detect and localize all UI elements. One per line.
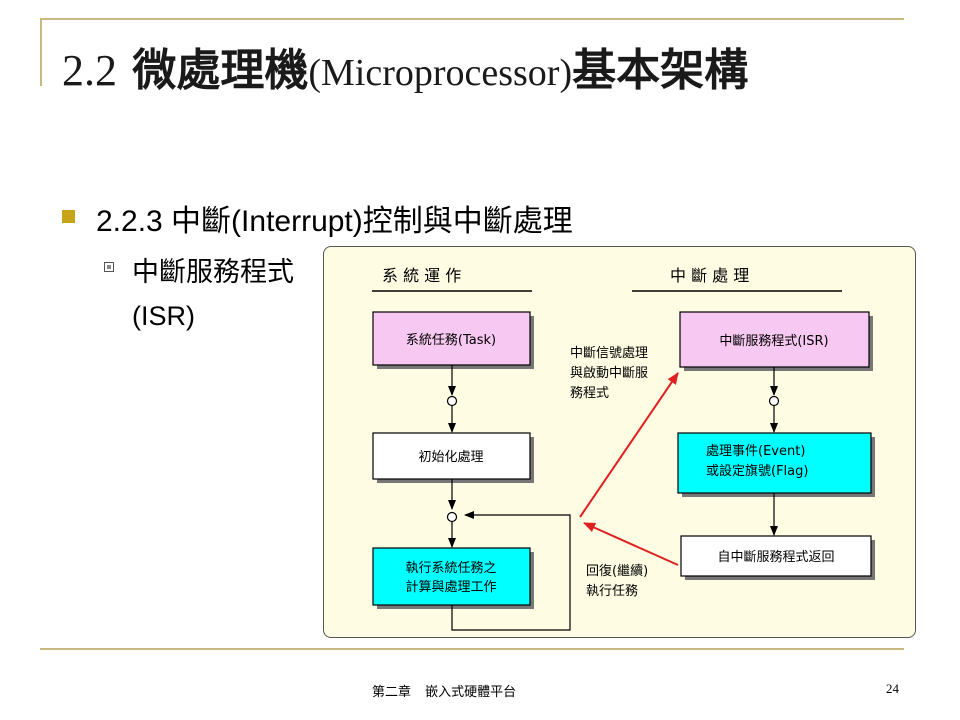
isr-box-label: 中斷服務程式(ISR) bbox=[719, 334, 828, 349]
event-box-line1: 處理事件(Event) bbox=[706, 444, 805, 459]
junction-node-3 bbox=[768, 395, 780, 407]
right-header: 中 斷 處 理 bbox=[670, 266, 749, 285]
compute-box-line2: 計算與處理工作 bbox=[405, 579, 496, 595]
bottom-rule bbox=[40, 648, 904, 650]
bullet-square-icon bbox=[62, 210, 75, 223]
bullet-level2: 中斷服務程式(ISR) bbox=[132, 257, 294, 331]
left-header: 系 統 運 作 bbox=[382, 266, 461, 285]
title-tail: 基本架構 bbox=[572, 45, 749, 96]
resume-task-arrow bbox=[583, 522, 679, 566]
event-box bbox=[677, 432, 872, 494]
junction-node-2 bbox=[446, 511, 458, 523]
title-number: 2.2 bbox=[62, 46, 117, 95]
event-box-line2: 或設定旗號(Flag) bbox=[706, 463, 808, 479]
isr-box bbox=[679, 311, 870, 368]
task-box bbox=[372, 311, 531, 366]
compute-box-line1: 執行系統任務之 bbox=[405, 560, 496, 576]
flow-loop-back bbox=[451, 511, 571, 631]
note-interrupt-line2: 與啟動中斷服 bbox=[570, 366, 648, 381]
return-box-label: 自中斷服務程式返回 bbox=[717, 550, 834, 565]
footer-chapter: 第二章 嵌入式硬體平台 bbox=[372, 685, 517, 700]
compute-box bbox=[372, 547, 531, 606]
bullet-hollow-square-icon bbox=[104, 262, 114, 272]
interrupt-signal-arrow bbox=[579, 372, 679, 518]
slide-title: 2.2 微處理機(Microprocessor)基本架構 bbox=[62, 34, 748, 98]
task-box-label: 系統任務(Task) bbox=[406, 333, 496, 348]
note-resume-line2: 執行任務 bbox=[586, 583, 638, 599]
top-rule bbox=[40, 18, 904, 20]
title-cjk: 微處理機 bbox=[132, 45, 309, 96]
note-resume-line1: 回復(繼續) bbox=[586, 563, 648, 579]
junction-node-1 bbox=[446, 395, 458, 407]
note-interrupt-line1: 中斷信號處理 bbox=[570, 346, 648, 361]
left-rule bbox=[40, 18, 42, 86]
title-latin: (Microprocessor) bbox=[308, 52, 573, 94]
init-box-label: 初始化處理 bbox=[418, 450, 483, 465]
bullet-level1: 2.2.3 中斷(Interrupt)控制與中斷處理 bbox=[96, 205, 573, 238]
return-box bbox=[680, 535, 872, 577]
interrupt-flow-svg: 系 統 運 作 中 斷 處 理 系統任務(Task) 初始化處理 執行系統任務之… bbox=[372, 266, 875, 631]
page-number: 24 bbox=[886, 681, 899, 696]
interrupt-diagram: 系 統 運 作 中 斷 處 理 系統任務(Task) 初始化處理 執行系統任務之… bbox=[323, 246, 916, 638]
note-interrupt-line3: 務程式 bbox=[570, 386, 609, 401]
